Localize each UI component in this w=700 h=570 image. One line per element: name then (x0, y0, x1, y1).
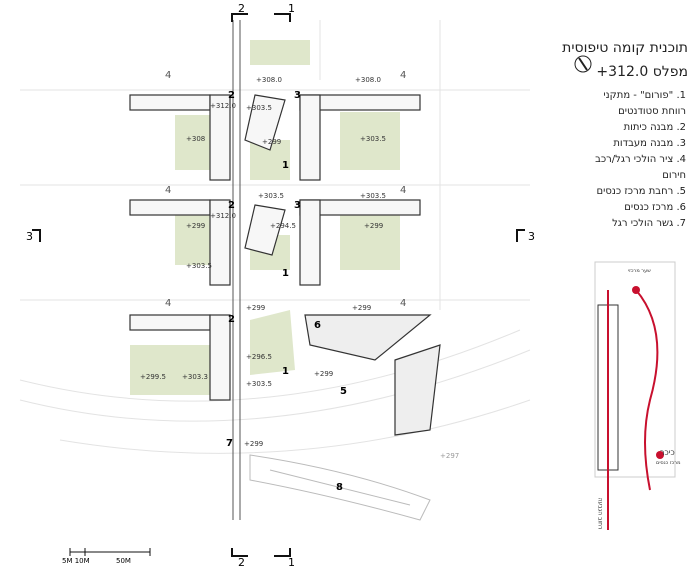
inset-map (594, 261, 676, 530)
legend-item: 2. מבנה כיתות (623, 122, 686, 133)
legend-item: 7. גשר הולכי רגל (612, 218, 686, 229)
legend-item: רווחת סטודנטים (618, 106, 686, 117)
legend-item: חירום (662, 170, 686, 181)
legend-item: 4. ציר הולכי רגל/רכב (595, 154, 686, 165)
north-arrow-icon (574, 55, 592, 73)
pedestrian-axis (232, 20, 241, 520)
legend-item: 5. רחבת מרכז כנסים (596, 186, 686, 197)
parking (249, 454, 431, 521)
legend-item: 6. מרכז כנסים (624, 202, 686, 213)
plan-title: תוכנית קומה טיפוסית (562, 40, 688, 56)
context-lines (19, 20, 531, 454)
buildings (129, 94, 441, 436)
plan-level: מפלס 312.0+ (596, 64, 688, 80)
legend: 1. "פורום" - מתקני רווחת סטודנטים 2. מבנ… (526, 88, 686, 232)
section-cuts (32, 13, 525, 557)
legend-item: 1. "פורום" - מתקני (603, 90, 686, 101)
legend-item: 3. מבנה מעבדות (613, 138, 686, 149)
scale-bar (69, 548, 151, 556)
